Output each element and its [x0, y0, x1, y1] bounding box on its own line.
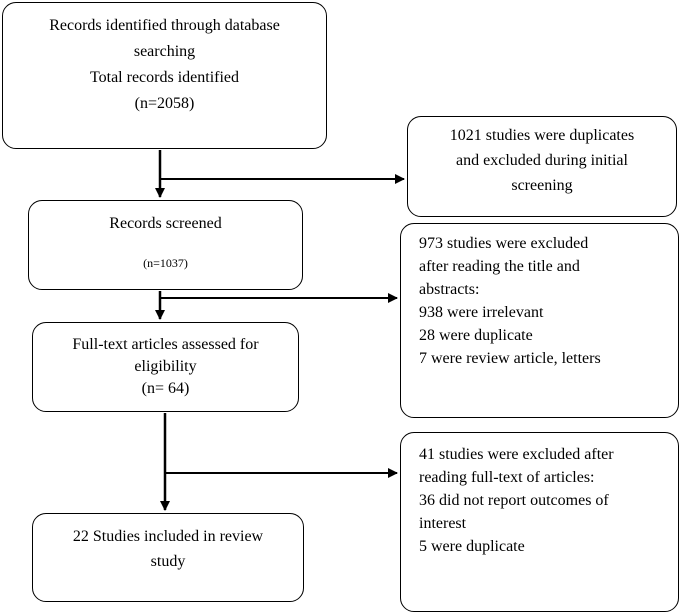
box-text-line: 22 Studies included in review [72, 528, 264, 545]
box-text-line: after reading the title and [419, 258, 580, 275]
box-text-line: 41 studies were excluded after [419, 446, 614, 463]
box-text-line: (n=2058) [134, 95, 195, 112]
box-text-line: 5 were duplicate [419, 538, 525, 555]
box-text-line: 28 were duplicate [419, 327, 533, 344]
studies-included-box: 22 Studies included in review study [32, 513, 304, 602]
box-text-line: (n=1037) [143, 256, 188, 270]
records-identified-box: Records identified through database sear… [2, 2, 327, 149]
box-text-line: searching [133, 43, 196, 60]
box-text-line: Records identified through database [49, 17, 280, 34]
fulltext-excluded-box: 41 studies were excluded after reading f… [400, 432, 679, 612]
records-screened-box: Records screened (n=1037) [28, 200, 303, 290]
box-text-line: (n= 64) [141, 380, 190, 397]
box-text-line: 1021 studies were duplicates [449, 127, 635, 144]
box-text-line: and excluded during initial [456, 152, 628, 169]
box-text-line: screening [511, 177, 573, 194]
box-text-line: 36 did not report outcomes of [419, 492, 609, 509]
box-text-line: reading full-text of articles: [419, 469, 595, 486]
duplicates-excluded-box: 1021 studies were duplicates and exclude… [407, 116, 677, 217]
box-text-line: 7 were review article, letters [419, 350, 601, 367]
box-text-line: eligibility [134, 358, 197, 375]
box-text-line: 938 were irrelevant [419, 304, 544, 321]
fulltext-assessed-box: Full-text articles assessed for eligibil… [32, 322, 299, 412]
box-text-line: Records screened [109, 215, 222, 232]
title-abstract-excluded-box: 973 studies were excluded after reading … [400, 223, 679, 418]
box-text-line: 973 studies were excluded [419, 235, 589, 252]
box-text-line: abstracts: [419, 281, 480, 298]
box-text-line: Total records identified [89, 69, 240, 86]
box-text-line: study [150, 553, 186, 570]
box-text-line: Full-text articles assessed for [72, 336, 259, 353]
box-text-line: interest [419, 515, 467, 532]
